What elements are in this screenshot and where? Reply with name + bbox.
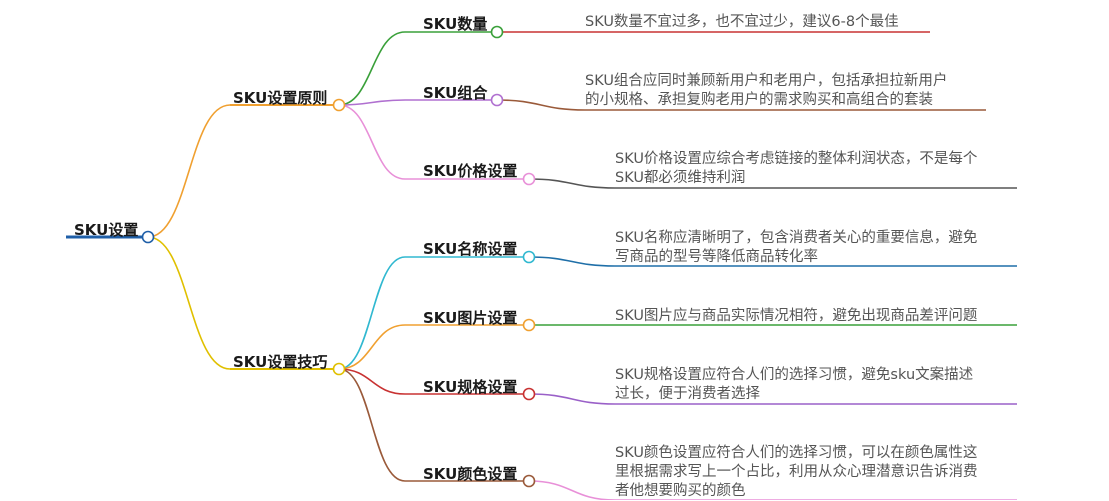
branch-node-circle (332, 362, 346, 376)
note-line: SKU图片应与商品实际情况相符，避免出现商品差评问题 (615, 308, 978, 324)
note-line: 的小规格、承担复购老用户的需求购买和高组合的套装 (585, 92, 933, 108)
note-sku-name: SKU名称应清晰明了，包含消费者关心的重要信息，避免 写商品的型号等降低商品转化… (615, 229, 977, 267)
leaf-node-circle (522, 250, 536, 264)
branch-to-leaf-connector (338, 31, 406, 106)
branch-to-leaf-connector (338, 324, 406, 370)
note-line: 者他想要购买的颜色 (615, 483, 746, 499)
leaf-to-note-connector (496, 99, 586, 111)
root-node-label[interactable]: SKU设置 (74, 221, 139, 239)
leaf-sku-combination-label[interactable]: SKU组合 (423, 84, 488, 102)
branch-to-leaf-connector (338, 104, 406, 180)
note-line: 写商品的型号等降低商品转化率 (615, 249, 818, 265)
note-sku-combination: SKU组合应同时兼顾新用户和老用户，包括承担拉新用户 的小规格、承担复购老用户的… (585, 72, 947, 110)
note-line: SKU颜色设置应符合人们的选择习惯，可以在颜色属性这 (615, 445, 978, 461)
leaf-to-note-connector (528, 256, 616, 267)
leaf-sku-price-label[interactable]: SKU价格设置 (423, 162, 518, 180)
note-line: SKU名称应清晰明了，包含消费者关心的重要信息，避免 (615, 230, 978, 246)
leaf-node-circle (522, 318, 536, 332)
leaf-sku-name-label[interactable]: SKU名称设置 (423, 240, 518, 258)
note-sku-image: SKU图片应与商品实际情况相符，避免出现商品差评问题 (615, 307, 977, 326)
root-to-branch-connector (147, 104, 231, 238)
note-line: 过长，便于消费者选择 (615, 386, 760, 402)
note-sku-quantity: SKU数量不宜过多，也不宜过少，建议6-8个最佳 (585, 13, 899, 32)
leaf-sku-quantity-label[interactable]: SKU数量 (423, 15, 488, 33)
leaf-node-circle (490, 93, 504, 107)
note-sku-spec: SKU规格设置应符合人们的选择习惯，避免sku文案描述 过长，便于消费者选择 (615, 366, 973, 404)
branch-techniques-label[interactable]: SKU设置技巧 (233, 353, 328, 371)
note-line: SKU组合应同时兼顾新用户和老用户，包括承担拉新用户 (585, 73, 948, 89)
note-line: SKU规格设置应符合人们的选择习惯，避免sku文案描述 (615, 367, 974, 383)
branch-to-leaf-connector (338, 368, 406, 482)
edges-layer (66, 31, 1017, 500)
leaf-to-note-connector (528, 393, 616, 405)
note-sku-price: SKU价格设置应综合考虑链接的整体利润状态，不是每个 SKU都必须维持利润 (615, 150, 977, 188)
branch-to-leaf-connector (338, 99, 406, 106)
branch-to-leaf-connector (338, 368, 406, 395)
root-to-branch-connector (147, 236, 231, 370)
leaf-to-note-connector (528, 178, 616, 189)
note-sku-color: SKU颜色设置应符合人们的选择习惯，可以在颜色属性这 里根据需求写上一个占比，利… (615, 444, 978, 501)
leaf-node-circle (522, 474, 536, 488)
branch-node-circle (332, 98, 346, 112)
leaf-to-note-connector (528, 480, 616, 500)
leaf-sku-image-label[interactable]: SKU图片设置 (423, 309, 518, 327)
leaf-sku-spec-label[interactable]: SKU规格设置 (423, 378, 518, 396)
root-node-circle (141, 230, 155, 244)
note-line: SKU价格设置应综合考虑链接的整体利润状态，不是每个 (615, 151, 978, 167)
branch-to-leaf-connector (338, 256, 406, 370)
note-line: SKU都必须维持利润 (615, 170, 746, 186)
leaf-node-circle (522, 387, 536, 401)
leaf-node-circle (490, 25, 504, 39)
nodes-layer (141, 25, 536, 488)
note-line: SKU数量不宜过多，也不宜过少，建议6-8个最佳 (585, 14, 899, 30)
leaf-sku-color-label[interactable]: SKU颜色设置 (423, 465, 518, 483)
branch-principles-label[interactable]: SKU设置原则 (233, 89, 328, 107)
leaf-node-circle (522, 172, 536, 186)
note-line: 里根据需求写上一个占比，利用从众心理潜意识告诉消费 (615, 464, 978, 480)
